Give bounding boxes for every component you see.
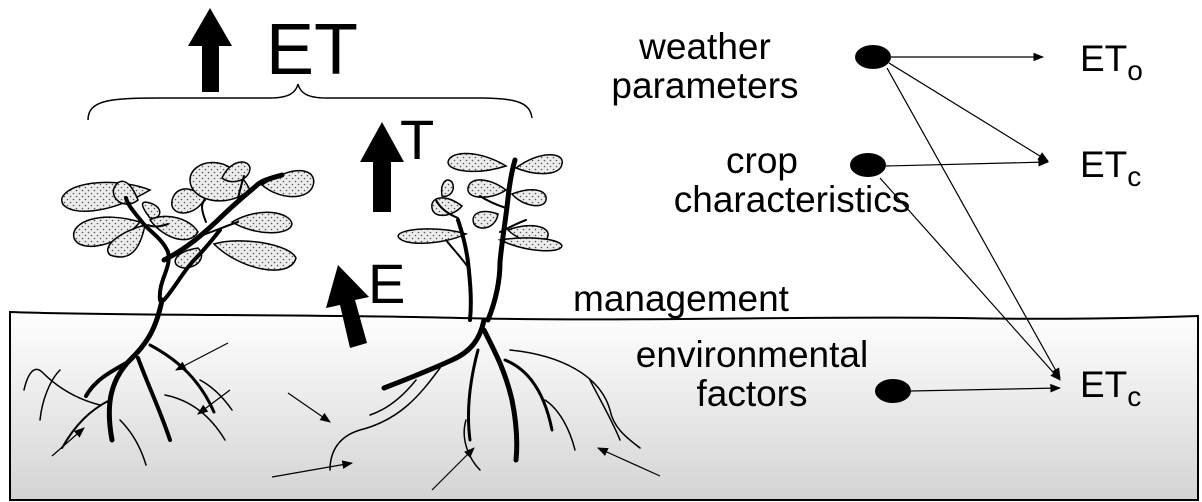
t-label: T [400, 112, 434, 168]
et-o-subscript: o [1127, 55, 1143, 86]
management-label: management [573, 280, 789, 317]
environmental-factors-label: environmental factors [562, 336, 942, 412]
parameters-line: parameters [555, 67, 855, 104]
factors-line: factors [562, 375, 942, 412]
et-c-base: ET [1080, 144, 1127, 185]
crop-characteristics-label: crop characteristics [602, 142, 982, 218]
et-thick-arrow [188, 8, 232, 92]
t-thick-arrow [360, 122, 404, 212]
et-c-adj-base: ET [1080, 364, 1127, 405]
characteristics-line: characteristics [602, 181, 982, 218]
environmental-line: environmental [562, 336, 942, 373]
et-c-output: ETc [1080, 146, 1141, 191]
et-c-adj-output: ETc [1080, 366, 1141, 411]
et-label: ET [266, 14, 358, 86]
et-c-subscript: c [1127, 161, 1141, 192]
weather-dot [855, 45, 891, 69]
weather-parameters-label: weather parameters [555, 28, 855, 104]
et-o-output: ETo [1080, 40, 1143, 85]
et-c-adj-subscript: c [1127, 381, 1141, 412]
e-label: E [368, 256, 405, 312]
et-o-base: ET [1080, 38, 1127, 79]
weather-line: weather [555, 28, 855, 65]
crop-line: crop [602, 142, 922, 179]
